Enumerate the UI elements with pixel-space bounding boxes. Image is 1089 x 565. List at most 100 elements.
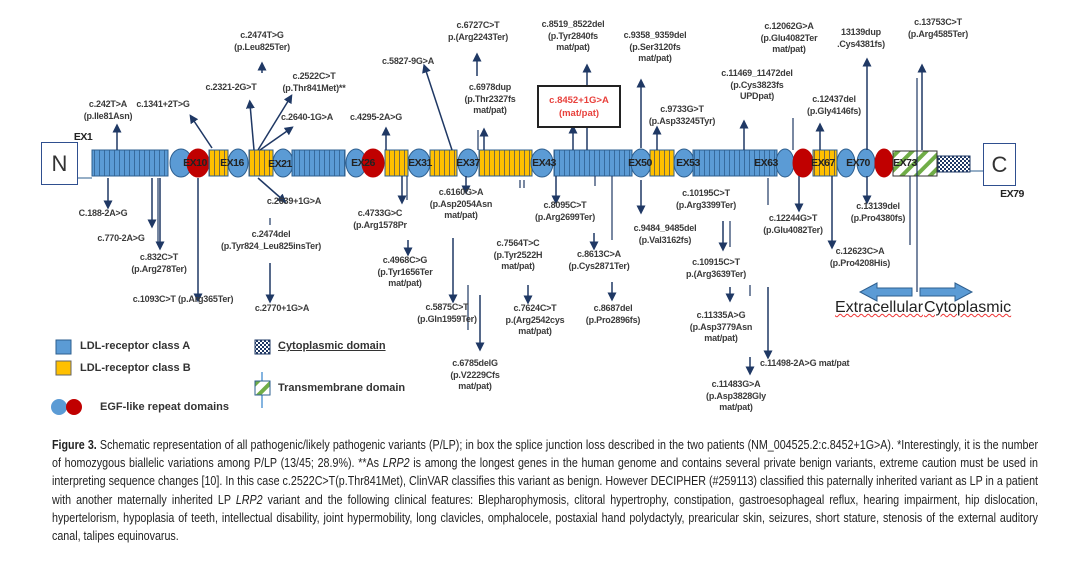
variant-label: c.1341+2T>G: [136, 99, 190, 109]
transmembrane-domain: [892, 150, 938, 177]
cytoplasmic-swatch: [254, 339, 271, 355]
cytoplasmic-arrow: [919, 282, 974, 302]
variant-label: c.9733G>T (p.Asp33245Tyr): [648, 104, 716, 126]
caption-figure-number: Figure 3.: [52, 438, 97, 452]
variant-label: c.7624C>T p.(Arg2542cys mat/pat): [505, 303, 565, 336]
class-a-block: [553, 149, 633, 177]
region-arrows: [858, 282, 974, 302]
egf-blue: [227, 148, 249, 178]
variant-label: c.10195C>T (p.Arg3399Ter): [675, 188, 737, 210]
lrp2-variant-diagram: N C EX1 EX10 EX16 EX21 EX26 EX31 EX37 EX…: [41, 17, 1024, 415]
variant-label: c.832C>T (p.Arg278Ter): [131, 252, 187, 274]
variant-label: c.4968C>G (p.Tyr1656Ter mat/pat): [377, 255, 433, 288]
legend-cytoplasmic: Cytoplasmic domain: [278, 340, 386, 352]
variant-label: c.2321-2G>T: [205, 82, 257, 92]
boxed-variant: c.8452+1G>A (mat/pat): [537, 85, 621, 128]
variant-label: c.11469_11472del (p.Cys3823fs UPDpat): [721, 68, 793, 101]
class-a-swatch: [55, 339, 72, 355]
class-b-block: [384, 149, 409, 177]
variant-label: c.6978dup (p.Thr2327fs mat/pat): [464, 82, 516, 115]
variant-label: c.9484_9485del (p.Val3162fs): [633, 223, 697, 245]
variant-label: c.12244G>T (p.Glu4082Ter): [763, 213, 823, 235]
legend-class-b: LDL-receptor class B: [80, 362, 191, 374]
class-a-block: [91, 149, 169, 177]
egf-blue: [775, 148, 795, 178]
variant-label: 13139dup .Cys4381fs): [837, 27, 885, 49]
variant-label: c.13139del (p.Pro4380fs): [850, 201, 906, 223]
variant-label: c.6727C>T p.(Arg2243Ter): [447, 20, 509, 42]
egf-red: [792, 148, 814, 178]
egf-blue: [530, 148, 554, 178]
exon-label: EX50: [628, 157, 652, 169]
cytoplasmic-domain: [937, 155, 971, 173]
exon-label: EX67: [811, 157, 835, 169]
variant-lines: [157, 78, 918, 330]
variant-arrows: [103, 52, 927, 376]
exon-label: EX37: [456, 157, 480, 169]
caption-text: Schematic representation of all pathogen…: [52, 438, 1039, 471]
variant-label: c.13753C>T (p.Arg4585Ter): [907, 17, 969, 39]
egf-blue: [457, 148, 479, 178]
variant-label: c.2640-1G>A: [280, 112, 334, 122]
variant-label: c.4733G>C (p.Arg1578Pr: [353, 208, 407, 230]
protein-schematic: [51, 52, 983, 415]
caption-text: variant and the following clinical featu…: [52, 492, 1038, 544]
class-a-block: [291, 149, 346, 177]
variant-label: c.7564T>C (p.Tyr2522H mat/pat): [493, 238, 543, 271]
variant-label: c.6785delG (p.V2229Cfs mat/pat): [450, 358, 500, 391]
exon-label: EX21: [268, 158, 292, 170]
cytoplasmic-label: Cytoplasmic: [924, 299, 1012, 316]
caption-text: is among the longest genes in the human …: [52, 456, 1038, 507]
variant-label: C.188-2A>G: [78, 208, 128, 218]
caption-gene: LRP2: [235, 492, 263, 507]
egf-red: [874, 148, 894, 178]
variant-label: c.2522C>T (p.Thr841Met)**: [282, 71, 346, 93]
exon-label: EX63: [754, 157, 778, 169]
exon-label: EX43: [532, 157, 556, 169]
figure-caption: Figure 3. Schematic representation of al…: [52, 436, 1038, 545]
variant-label: c.2474del (p.Tyr824_Leu825insTer): [220, 229, 322, 251]
variant-label: c.5875C>T (p.Gln1959Ter): [417, 302, 477, 324]
exon-label: EX73: [893, 157, 917, 169]
legend-swatches: [51, 339, 271, 415]
egf-red: [361, 148, 385, 178]
class-b-block: [649, 149, 675, 177]
class-b-swatch: [55, 360, 72, 376]
variant-label: c.242T>A (p.Ile81Asn): [83, 99, 133, 121]
caption-gene: LRP2: [382, 456, 410, 471]
exon-label: EX31: [408, 157, 432, 169]
class-b-block: [429, 149, 458, 177]
extracellular-arrow: [858, 282, 913, 302]
exon-label: EX16: [220, 157, 244, 169]
variant-label: c.8613C>A (p.Cys2871Ter): [568, 249, 630, 271]
extracellular-label: Extracellular: [835, 299, 924, 316]
variant-label: c.12623C>A (p.Pro4208His): [829, 246, 891, 268]
variant-label: c.9358_9359del (p.Ser3120fs mat/pat): [623, 30, 687, 63]
variant-label: c.12062G>A (p.Glu4082Ter mat/pat): [760, 21, 818, 54]
variant-label: c.1093C>T (p.Arg365Ter): [132, 294, 234, 304]
variant-label: c.770-2A>G: [97, 233, 145, 243]
exon-label: EX53: [676, 157, 700, 169]
exon-label: EX79: [1000, 188, 1024, 200]
variant-label: c.2639+1G>A: [266, 196, 322, 206]
variant-label: c.11483G>A (p.Asp3828Gly mat/pat): [706, 379, 766, 412]
legend-egf: EGF-like repeat domains: [100, 401, 229, 413]
class-a-block: [692, 149, 778, 177]
variant-label: c.8095C>T (p.Arg2699Ter): [534, 200, 596, 222]
legend-transmembrane: Transmembrane domain: [278, 382, 406, 394]
variant-label: c.10915C>T p.(Arg3639Ter): [685, 257, 747, 279]
transmembrane-swatch: [254, 380, 271, 396]
variant-label: c.11498-2A>G mat/pat: [760, 358, 850, 368]
legend-class-a: LDL-receptor class A: [80, 340, 191, 352]
exon-label: EX10: [183, 157, 207, 169]
variant-label: c.12437del (p.Gly4146fs): [807, 94, 861, 116]
variant-label: c.11335A>G (p.Asp3779Asn mat/pat): [689, 310, 753, 343]
exon-label: EX1: [73, 131, 93, 143]
egf-blue: [836, 148, 856, 178]
egf-blue-swatch: [51, 399, 67, 415]
variant-label: c.5827-9G>A: [381, 56, 435, 66]
variant-label: c.8519_8522del (p.Tyr2840fs mat/pat): [541, 19, 605, 52]
variant-label: c.2770+1G>A: [254, 303, 310, 313]
exon-label: EX26: [351, 157, 375, 169]
class-b-block: [478, 149, 533, 177]
